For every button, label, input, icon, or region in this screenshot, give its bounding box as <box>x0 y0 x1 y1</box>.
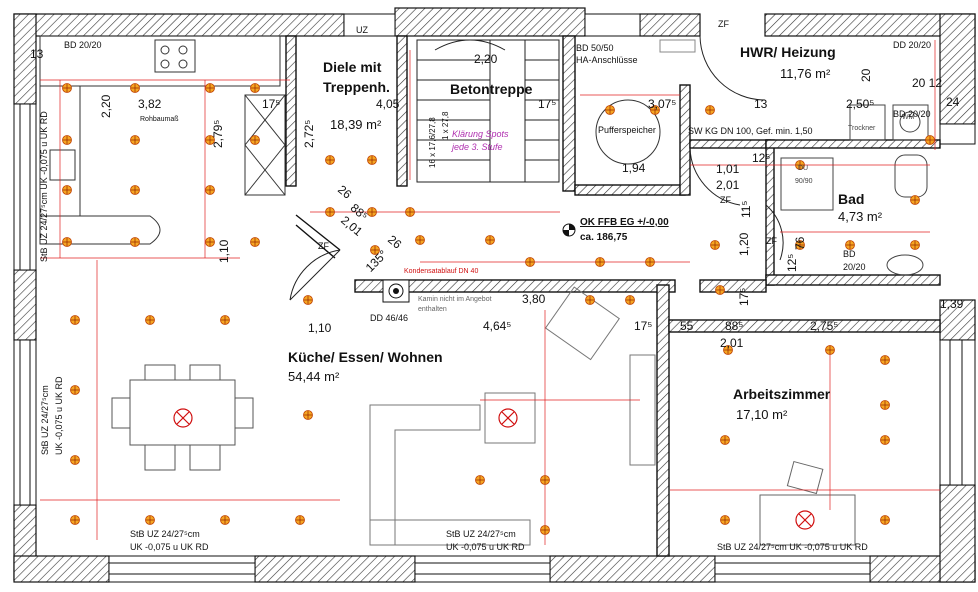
label-zf-diele: ZF <box>318 241 329 251</box>
label-zf-bad-1: ZF <box>720 195 731 205</box>
dim-12-5: 12⁵ <box>752 151 771 165</box>
doors <box>289 35 784 301</box>
room-name-diele-2: Treppenh. <box>323 79 390 95</box>
room-area-kuche: 54,44 m² <box>288 369 340 384</box>
dim-3-80: 3,80 <box>522 292 546 306</box>
electrical-lines <box>40 40 940 545</box>
room-name-kuche: Küche/ Essen/ Wohnen <box>288 349 443 365</box>
desk <box>759 460 856 546</box>
dim-2-79: 2,79⁵ <box>211 119 225 148</box>
label-dusche: DU <box>798 165 809 172</box>
label-dusche-size: 90/90 <box>795 178 813 185</box>
note-rohbau: Rohbaumaß <box>140 116 179 123</box>
dim-2-50: 2,50⁵ <box>846 97 875 111</box>
label-uz: UZ <box>356 25 368 35</box>
room-name-arbeit: Arbeitszimmer <box>733 386 831 402</box>
pufferspeicher-icon <box>595 99 661 165</box>
windows <box>13 13 976 583</box>
lintel-bottom-mid-1: StB UZ 24/27⁵cm <box>446 529 516 539</box>
note-kondensat: Kondensatablauf DN 40 <box>404 268 479 275</box>
label-dd-top-right: DD 20/20 <box>893 40 932 50</box>
dim-1-94: 1,94 <box>622 161 646 175</box>
dim-4-64: 4,64⁵ <box>483 319 512 333</box>
dim-11-5: 11⁵ <box>739 200 753 218</box>
level-label: OK FFB EG +/-0,00 <box>580 217 669 228</box>
room-name-betontreppe: Betontreppe <box>450 81 533 97</box>
dim-2-01-a: 2,01 <box>716 178 740 192</box>
dim-2-20-b: 2,20 <box>474 52 498 66</box>
light-markers <box>62 83 935 535</box>
dim-20-a: 20 <box>859 68 873 82</box>
dim-76: 76 <box>793 236 807 250</box>
label-pufferspeicher: Pufferspeicher <box>598 125 656 135</box>
stair-numbers-2: 1 x 27,8 <box>441 111 450 140</box>
dim-55: 55 <box>680 319 694 333</box>
lintel-left-mid-1: StB UZ 24/27⁵cm <box>40 385 50 455</box>
dim-4-05: 4,05 <box>376 97 400 111</box>
lintel-bottom-mid-2: UK -0,075 u UK RD <box>446 542 525 552</box>
room-area-arbeit: 17,10 m² <box>736 407 788 422</box>
lintel-bottom-left-2: UK -0,075 u UK RD <box>130 542 209 552</box>
dim-88-5-b: 88⁵ <box>725 319 744 333</box>
room-area-diele: 18,39 m² <box>330 117 382 132</box>
dim-24: 24 <box>946 95 960 109</box>
dim-1-01: 1,01 <box>716 162 740 176</box>
label-trockner: Trockner <box>848 125 876 132</box>
lintel-bottom-left-1: StB UZ 24/27⁵cm <box>130 529 200 539</box>
dim-17-5-d: 17⁵ <box>737 287 751 306</box>
note-kamin-2: enthalten <box>418 306 447 313</box>
dim-3-82: 3,82 <box>138 97 162 111</box>
dim-1-39: 1,39 <box>940 297 964 311</box>
dim-2-20-a: 2,20 <box>99 94 113 118</box>
dim-12-5-b: 12⁵ <box>785 253 799 272</box>
dim-1-20: 1,20 <box>737 232 751 256</box>
note-spots-1: Klärung Spots <box>452 129 509 139</box>
stair-numbers: 16 x 17,6/27,8 <box>428 117 437 168</box>
dim-20-12: 20 12 <box>912 76 943 90</box>
staircase <box>416 39 560 183</box>
label-bd-bad-top: BD 20/20 <box>893 109 931 119</box>
room-area-bad: 4,73 m² <box>838 209 883 224</box>
dim-1-10-a: 1,10 <box>217 239 231 263</box>
dim-2-75: 2,75⁵ <box>810 319 839 333</box>
exterior-walls <box>13 7 976 583</box>
lintel-left-mid-2: UK -0,075 u UK RD <box>54 376 64 455</box>
dim-3-07: 3,07⁵ <box>648 97 677 111</box>
dim-1-10-b: 1,10 <box>308 321 332 335</box>
ceiling-lights <box>173 408 815 530</box>
lintel-left-upper: StB UZ 24/27⁵cm UK -0,075 u UK RD <box>39 111 49 262</box>
dim-17-5-c: 17⁵ <box>634 319 653 333</box>
bath-fixtures <box>780 104 929 276</box>
label-bd-bad: BD <box>843 249 856 259</box>
dim-13-a: 13 <box>30 47 44 61</box>
lintel-bottom-right: StB UZ 24/27⁵cm UK -0,075 u UK RD <box>717 542 868 552</box>
dim-13: 13 <box>754 97 768 111</box>
label-sw-kg: SW KG DN 100, Gef. min. 1,50 <box>688 126 813 136</box>
room-name-diele-1: Diele mit <box>323 59 382 75</box>
label-dd-kamin: DD 46/46 <box>370 313 409 323</box>
label-wm: WM <box>902 114 915 121</box>
level-marker <box>562 223 576 237</box>
label-bd-top-left: BD 20/20 <box>64 40 102 50</box>
label-zf-bad-2: ZF <box>766 236 777 246</box>
room-area-hwr: 11,76 m² <box>780 66 831 81</box>
label-zf-hwr: ZF <box>718 19 729 29</box>
level-value: ca. 186,75 <box>580 232 628 243</box>
note-spots-2: jede 3. Stufe <box>452 142 503 152</box>
kitchen-counter <box>39 35 286 245</box>
note-kamin-1: Kamin nicht im Angebot <box>418 296 492 303</box>
room-name-bad: Bad <box>838 191 865 207</box>
sofa <box>369 286 656 546</box>
dim-17-5-b: 17⁵ <box>538 97 557 111</box>
label-bd-hwr: BD 50/50 <box>576 43 614 53</box>
dining-table <box>111 364 254 471</box>
label-bd-bad-2: 20/20 <box>843 262 866 272</box>
dim-2-01-c: 2,01 <box>720 336 744 350</box>
room-name-hwr: HWR/ Heizung <box>740 44 836 60</box>
label-ha: HA-Anschlüsse <box>576 55 638 65</box>
dim-17-5-a: 17⁵ <box>262 97 281 111</box>
dim-2-72: 2,72⁵ <box>302 119 316 148</box>
